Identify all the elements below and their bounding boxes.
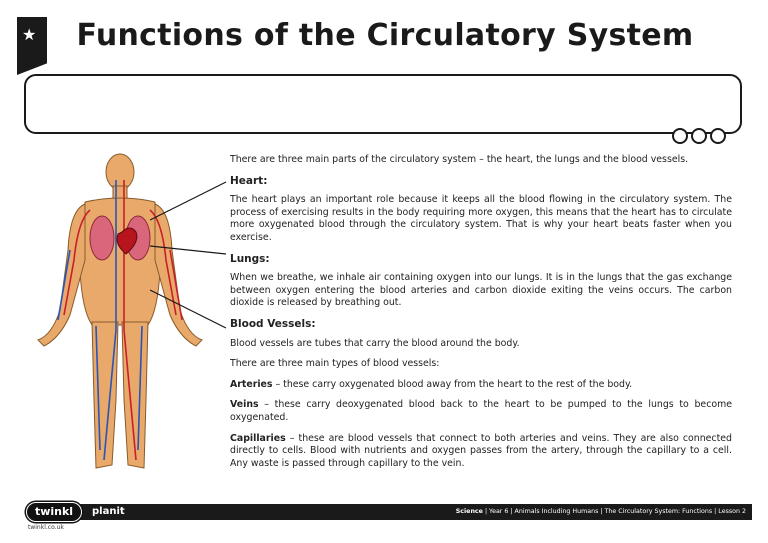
capillaries-text: – these are blood vessels that connect t… (230, 432, 732, 469)
vessel-types-intro: There are three main types of blood vess… (230, 358, 440, 370)
vessels-heading: Blood Vessels: (230, 317, 316, 330)
heart-text: The heart plays an important role becaus… (230, 194, 732, 243)
arteries-text: – these carry oxygenated blood away from… (272, 378, 633, 390)
footer-subject: Science (455, 508, 483, 515)
page-title: Functions of the Circulatory System (76, 18, 694, 53)
lungs-heading: Lungs: (230, 252, 270, 265)
footer-bar (80, 504, 752, 520)
vessels-text: Blood vessels are tubes that carry the b… (230, 337, 520, 349)
label-pointer-lines (150, 181, 227, 329)
heart-heading: Heart: (230, 174, 268, 187)
title-badge: ★ (17, 17, 47, 75)
capillaries-label: Capillaries (230, 432, 286, 444)
footer-breadcrumb: Science | Year 6 | Animals Including Hum… (456, 507, 746, 517)
main-content: There are three main parts of the circul… (230, 154, 732, 478)
decorative-circles-icon (672, 128, 726, 144)
veins-label: Veins (230, 399, 259, 411)
arteries-label: Arteries (230, 378, 273, 390)
planit-brand: planit (92, 506, 125, 517)
twinkl-logo-text: twinkl (26, 502, 82, 522)
veins-paragraph: Veins – these carry deoxygenated blood b… (230, 399, 732, 424)
twinkl-logo[interactable]: twinkl (18, 498, 86, 524)
site-url[interactable]: twinkl.co.uk (28, 524, 64, 531)
arteries-paragraph: Arteries – these carry oxygenated blood … (230, 379, 732, 392)
star-icon: ★ (22, 25, 37, 44)
lungs-text: When we breathe, we inhale air containin… (230, 272, 732, 309)
veins-text: – these carry deoxygenated blood back to… (230, 399, 732, 423)
footer-path: | Year 6 | Animals Including Humans | Th… (482, 508, 746, 515)
answer-box[interactable] (24, 74, 742, 134)
circulatory-system-illustration (37, 153, 203, 469)
footer: twinkl planit twinkl.co.uk Science | Yea… (0, 496, 768, 532)
capillaries-paragraph: Capillaries – these are blood vessels th… (230, 433, 732, 471)
intro-text: There are three main parts of the circul… (230, 154, 689, 165)
